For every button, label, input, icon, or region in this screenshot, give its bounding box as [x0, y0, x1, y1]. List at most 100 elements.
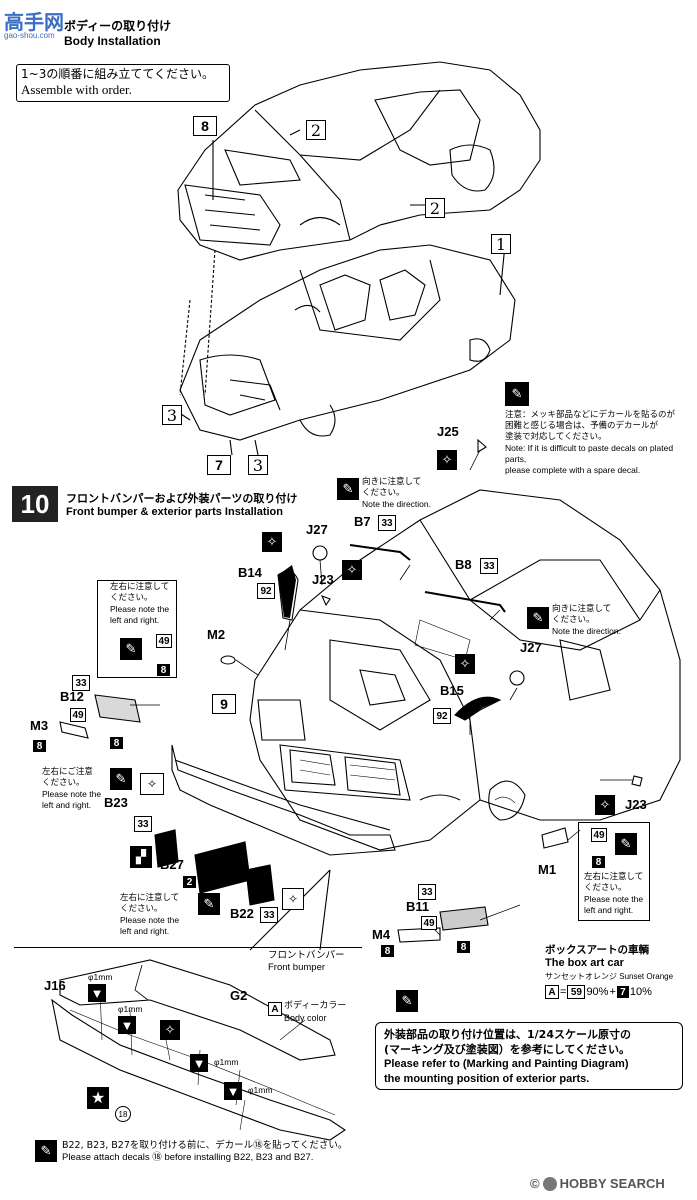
part-B23-number: 33 — [134, 816, 152, 832]
part-B14-label: B14 — [238, 565, 262, 580]
drill-icon-2: ▼ — [118, 1016, 136, 1034]
exterior-note-en2: the mounting position of exterior parts. — [384, 1073, 590, 1085]
lr-note-3-en1: Please note the — [584, 894, 644, 904]
part-B22-number: 33 — [260, 907, 278, 923]
bumper-inset-frame — [14, 947, 362, 1123]
part-J23-label-1: J23 — [312, 572, 334, 587]
part-J27-label-1: J27 — [306, 522, 328, 537]
part-label-7: 7 — [207, 455, 231, 475]
part-B12-number: 33 — [72, 675, 90, 691]
lr-note-1-jp2: ください。 — [110, 593, 153, 603]
part-B11-number-3: 8 — [457, 941, 470, 953]
part-M3-number-3: 8 — [110, 737, 123, 749]
exterior-note-en1: Please refer to (Marking and Painting Di… — [384, 1058, 629, 1070]
footer-copyright: © — [530, 1176, 540, 1191]
decal-number-18: 18 — [115, 1106, 131, 1122]
lr-note-3-box — [578, 822, 650, 921]
box-art-color-en: Sunset Orange — [619, 972, 674, 981]
box-art-title-en: The box art car — [545, 957, 624, 969]
decal-icon-J23-2: ✧ — [595, 795, 615, 815]
step9-title-jp: ボディーの取り付け — [64, 19, 172, 33]
decal-icon-J27-2: ✧ — [455, 654, 475, 674]
part-B22-label: B22 — [230, 906, 254, 921]
direction-note-2-jp1: 向きに注意して — [552, 604, 612, 614]
part-M3-number-2: 8 — [33, 740, 46, 752]
decal-icon-J25: ✧ — [437, 450, 457, 470]
caution-brush-icon: ✎ — [505, 382, 529, 406]
lr-note-2: 左右にご注意 ください。 Please note the left and ri… — [42, 767, 101, 811]
lr-note-2-jp2: ください。 — [42, 778, 85, 788]
bottom-note-en: Please attach decals ⑱ before installing… — [62, 1152, 314, 1163]
bumper-inset-title: フロントバンパー Front bumper — [268, 950, 344, 974]
part-J23-label-2: J23 — [625, 797, 647, 812]
direction-note-2-en: Note the direction. — [552, 626, 621, 636]
direction-note-1: 向きに注意して ください。 Note the direction. — [362, 477, 431, 510]
part-B8-number: 33 — [480, 558, 498, 574]
footer-brand-text: HOBBY SEARCH — [559, 1176, 665, 1191]
exterior-note-jp1: 外装部品の取り付け位置は、1/24スケール原寸の — [384, 1028, 631, 1041]
formula-equals: = — [560, 986, 567, 998]
bottom-note-jp: B22, B23, B27を取り付ける前に、デカール⑱を貼ってください。 — [62, 1140, 348, 1151]
decal-icon-bumper: ✧ — [160, 1020, 180, 1040]
exterior-parts-note: 外装部品の取り付け位置は、1/24スケール原寸の (マーキング及び塗装図）を参考… — [375, 1022, 683, 1090]
part-M1-label: M1 — [538, 862, 557, 877]
drill-icon-3: ▼ — [190, 1054, 208, 1072]
part-B7-label: B7 — [354, 514, 371, 529]
order-number-2-side: 2 — [425, 198, 445, 218]
part-B8-label: B8 — [455, 557, 472, 572]
formula-a-percent: 90% — [586, 986, 609, 998]
lr-note-3-en2: left and right. — [584, 905, 634, 915]
part-M4-label: M4 — [372, 927, 391, 942]
lr-note-1-en1: Please note the — [110, 604, 170, 614]
lr-note-2-jp1: 左右にご注意 — [42, 767, 93, 777]
decal-note-en1: Note: If it is difficult to paste decals… — [505, 443, 674, 464]
decal-caution-note: 注意：メッキ部品などにデカールを貼るのが 困難と感じる場合は、予備のデカールが … — [505, 410, 690, 476]
box-art-color-name: サンセットオレンジ Sunset Orange — [545, 971, 685, 982]
lr-note-4: 左右に注意して ください。 Please note the left and r… — [120, 893, 179, 937]
lr-note-4-en2: left and right. — [120, 926, 170, 936]
decal-note-en2: please complete with a spare decal. — [505, 465, 641, 475]
step9-title-en: Body Installation — [64, 34, 161, 48]
part-label-9: 9 — [212, 694, 236, 714]
drill-label-1: φ1mm — [88, 972, 113, 982]
decal-icon-J27-1: ✧ — [262, 532, 282, 552]
direction-note-1-jp2: ください。 — [362, 488, 405, 498]
drill-label-3: φ1mm — [214, 1057, 239, 1067]
box-art-color-jp: サンセットオレンジ — [545, 972, 617, 981]
decal-note-jp3: 塗装で対応してください。 — [505, 432, 607, 442]
direction-note-1-en: Note the direction. — [362, 499, 431, 509]
box-art-title-jp: ボックスアートの車輌 — [545, 944, 650, 956]
decal-before-install-note: B22, B23, B27を取り付ける前に、デカール⑱を貼ってください。 Ple… — [62, 1140, 347, 1164]
watermark-sub: gao-shou.com — [4, 31, 55, 40]
lr-note-1-box — [97, 580, 177, 678]
lr-note-4-jp1: 左右に注意して — [120, 893, 180, 903]
part-M3-label: M3 — [30, 718, 49, 733]
decal-icon-lr2: ✧ — [140, 773, 164, 795]
part-J27-label-2: J27 — [520, 640, 542, 655]
part-M4-number: 8 — [381, 945, 394, 957]
bumper-title-en: Front bumper — [268, 962, 326, 973]
lr-note-2-en1: Please note the — [42, 789, 102, 799]
step10-title-en: Front bumper & exterior parts Installati… — [66, 506, 283, 518]
part-B15-label: B15 — [440, 683, 464, 698]
decal-note-jp1: 注意：メッキ部品などにデカールを貼るのが — [505, 410, 676, 420]
formula-a-number: 59 — [567, 985, 586, 999]
caution-brush-icon-bottom: ✎ — [35, 1140, 57, 1162]
part-B14-number: 92 — [257, 583, 275, 599]
formula-letter-a: A — [545, 985, 559, 999]
drill-label-4: φ1mm — [248, 1085, 273, 1095]
part-B11-label: B11 — [406, 899, 430, 914]
part-B11-number-1: 33 — [418, 884, 436, 900]
part-M2-number-2: 8 — [157, 664, 170, 676]
part-B12-label: B12 — [60, 689, 84, 704]
decal-icon-B22: ✧ — [282, 888, 304, 910]
caution-brush-icon-dir2: ✎ — [527, 607, 549, 629]
caution-brush-icon-exterior: ✎ — [396, 990, 418, 1012]
drill-icon-1: ▼ — [88, 984, 106, 1002]
part-G2-label: G2 — [230, 988, 248, 1003]
caution-brush-icon-dir1: ✎ — [337, 478, 359, 500]
lr-note-1-en2: left and right. — [110, 615, 160, 625]
lr-note-2-en2: left and right. — [42, 800, 92, 810]
caution-brush-icon-lr4: ✎ — [198, 893, 220, 915]
